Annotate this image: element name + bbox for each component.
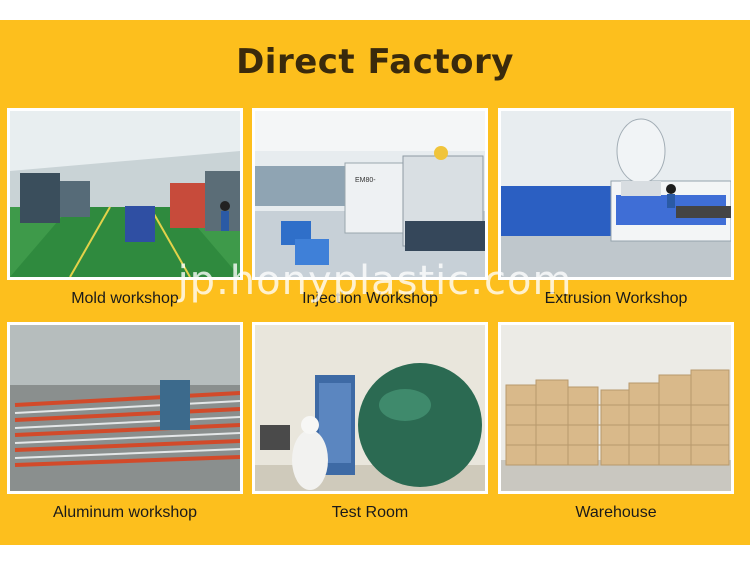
extrusion-workshop-photo [501,111,731,277]
test-room-photo [255,325,485,491]
mold-workshop-photo [10,111,240,277]
photo-card-test-room [252,322,488,494]
photo-card-aluminum [7,322,243,494]
photo-card-mold [7,108,243,280]
aluminum-workshop-photo [10,325,240,491]
photo-card-warehouse [498,322,734,494]
caption-injection: Injection Workshop [302,290,438,307]
caption-test-room: Test Room [331,504,409,521]
photo-card-extrusion [498,108,734,280]
caption-extrusion: Extrusion Workshop [544,290,688,307]
watermark: jp.honyplastic.com [177,258,573,304]
caption-aluminum: Aluminum workshop [52,504,198,521]
caption-mold: Mold workshop [71,290,179,307]
caption-warehouse: Warehouse [575,504,657,521]
page-title: Direct Factory [236,42,514,82]
injection-workshop-photo: EM80- [255,111,485,277]
machine-label: EM80- [355,177,376,184]
photo-card-injection: EM80- [252,108,488,280]
warehouse-photo [501,325,731,491]
